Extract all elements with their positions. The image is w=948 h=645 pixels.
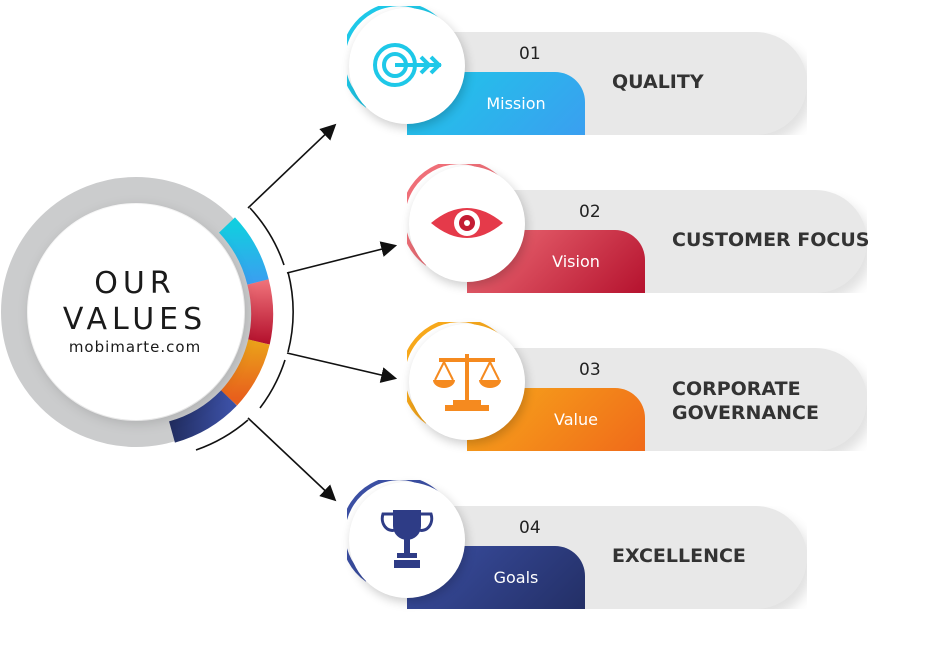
- card-number: 01: [519, 44, 541, 64]
- hub-website: mobimarte.com: [68, 338, 202, 356]
- arrow-to-governance: [286, 352, 398, 383]
- tab-label: Value: [554, 410, 598, 429]
- arrow-to-quality: [247, 123, 337, 209]
- hub-title-line2: VALUES: [62, 302, 208, 337]
- card-number: 04: [519, 518, 541, 538]
- arrow-to-customer-focus: [286, 241, 398, 274]
- icon-disc: [409, 324, 525, 440]
- hub-center-disc: [28, 204, 244, 420]
- value-card-excellence: Goals 04 EXCELLENCE: [347, 480, 812, 609]
- trophy-icon: [380, 510, 434, 568]
- value-card-quality: Mission 01 QUALITY: [347, 6, 812, 135]
- tab-label: Goals: [493, 568, 539, 587]
- target-arrow-icon: [373, 43, 442, 87]
- card-title-line2: GOVERNANCE: [672, 402, 819, 424]
- hub-segment-value: [220, 339, 270, 406]
- scales-icon: [433, 354, 501, 411]
- icon-disc: [349, 482, 465, 598]
- eye-icon: [431, 208, 503, 238]
- card-title: CUSTOMER FOCUS: [672, 229, 870, 251]
- card-title: QUALITY: [612, 71, 704, 93]
- card-number: 03: [579, 360, 601, 380]
- card-title-line1: CORPORATE: [672, 378, 801, 400]
- tab-label: Vision: [552, 252, 600, 271]
- icon-disc: [409, 166, 525, 282]
- tab-label: Mission: [486, 94, 546, 113]
- card-title: EXCELLENCE: [612, 545, 746, 567]
- value-card-customer-focus: Vision 02 CUSTOMER FOCUS: [407, 164, 872, 293]
- arrow-to-excellence: [247, 417, 337, 502]
- hub-title-line1: OUR: [94, 266, 176, 301]
- hub-segment-mission: [218, 217, 269, 285]
- icon-disc: [349, 8, 465, 124]
- card-number: 02: [579, 202, 601, 222]
- hub-segment-goals: [168, 390, 237, 443]
- outer-arc: [249, 207, 285, 266]
- hub-segment-vision: [247, 279, 274, 345]
